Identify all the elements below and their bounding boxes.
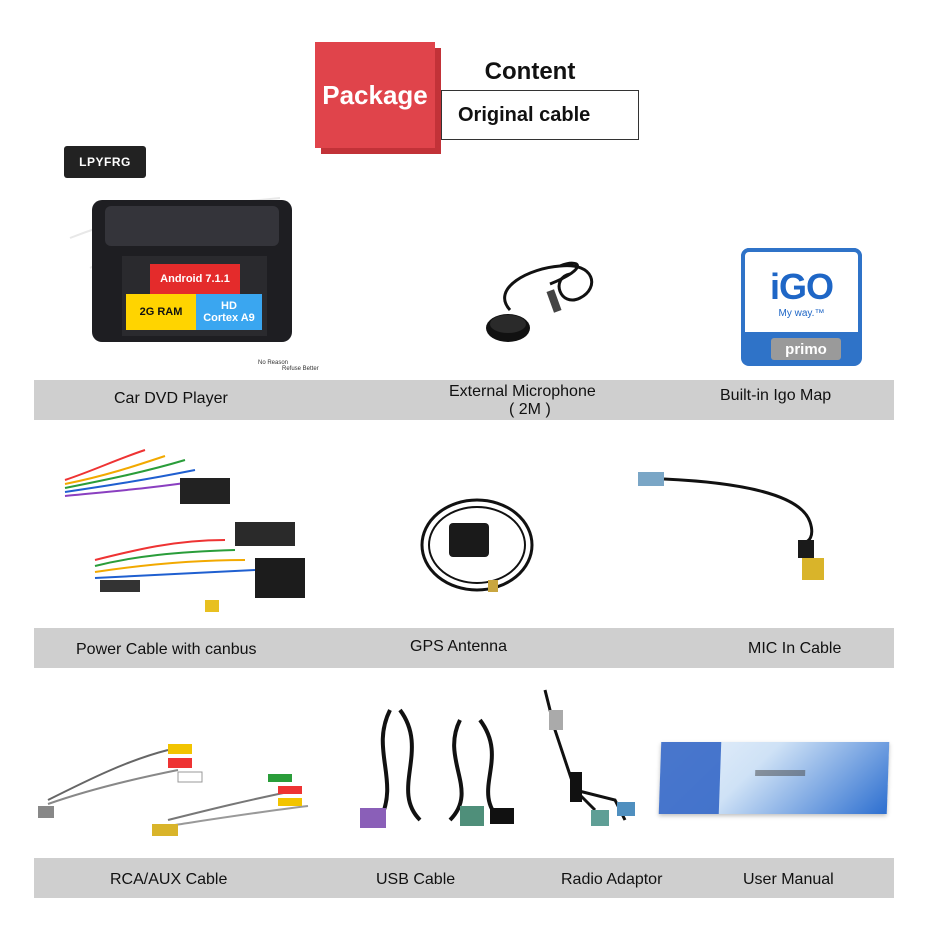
manual-stripe [658, 742, 722, 814]
label-bar-row2: Power Cable with canbus GPS Antenna MIC … [34, 628, 894, 668]
brand-badge: LPYFRG [64, 146, 146, 178]
mic-in-cable-image [638, 472, 824, 580]
package-badge: Package [315, 42, 435, 148]
igo-box-face [741, 248, 862, 336]
note-line1: No Reason [258, 360, 289, 366]
content-title: Content [484, 58, 576, 85]
radio-adaptor-image [543, 689, 635, 826]
power-cable-image [64, 449, 305, 612]
label-car-dvd-player: Car DVD Player [114, 390, 228, 407]
label-rca-aux-cable: RCA/AUX Cable [110, 871, 228, 888]
label-radio-adaptor: Radio Adaptor [561, 871, 663, 888]
rca-aux-cable-image [38, 744, 309, 836]
igo-tagline: My way.™ [778, 308, 825, 319]
microphone-image [486, 261, 594, 342]
label-igo-map: Built-in Igo Map [720, 387, 832, 404]
label-mic-in-cable: MIC In Cable [748, 640, 842, 657]
content-value-box: Original cable [441, 90, 639, 140]
igo-map-box: iGO My way.™ primo [741, 248, 862, 366]
label-bar-row3: RCA/AUX Cable USB Cable Radio Adaptor Us… [34, 858, 894, 898]
igo-edition: primo [771, 338, 841, 360]
gps-antenna-image [420, 498, 534, 592]
label-usb-cable: USB Cable [376, 871, 456, 888]
android-version-tile: Android 7.1.1 [150, 264, 240, 294]
label-bar-row1: Car DVD Player External Microphone ( 2M … [34, 380, 894, 420]
cpu-tile-line2: Cortex A9 [203, 312, 255, 324]
user-manual-image [658, 742, 890, 814]
label-power-cable: Power Cable with canbus [76, 641, 257, 658]
label-microphone-length: ( 2M ) [509, 401, 551, 418]
label-external-microphone: External Microphone [449, 383, 596, 400]
usb-cable-image [360, 708, 514, 828]
label-gps-antenna: GPS Antenna [410, 638, 507, 655]
note-line2: Refuse Better [282, 366, 319, 372]
ram-tile: 2G RAM [126, 294, 196, 330]
igo-logo: iGO [769, 266, 834, 307]
head-unit-top-trim [105, 206, 279, 246]
manual-title-block [755, 770, 806, 776]
cpu-tile-line1: HD [221, 299, 237, 312]
label-user-manual: User Manual [743, 871, 834, 888]
